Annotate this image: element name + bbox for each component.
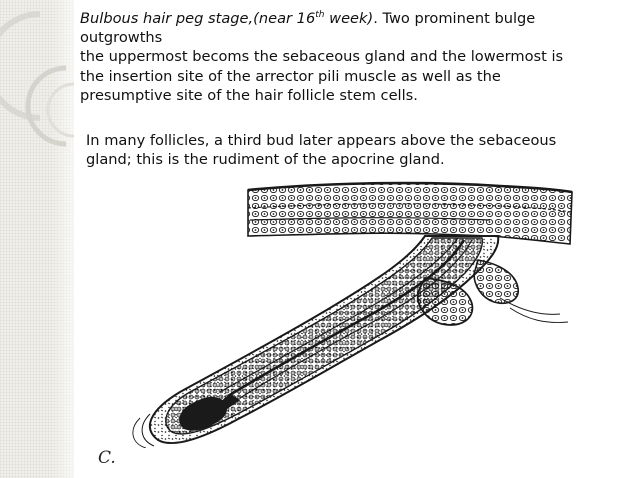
decorative-rings xyxy=(0,11,75,147)
paragraph-apocrine-bud: In many follicles, a third bud later app… xyxy=(86,131,556,169)
hair-follicle-illustration xyxy=(132,181,573,448)
figure-label: C. xyxy=(98,448,116,468)
stage-title-b: week) xyxy=(324,10,374,27)
paragraph-hair-peg-stage: Bulbous hair peg stage,(near 16th week).… xyxy=(80,9,563,105)
stage-title-sup: th xyxy=(315,10,325,21)
paragraph1-line4: the insertion site of the arrector pili … xyxy=(80,67,501,85)
paragraph1-line5: presumptive site of the hair follicle st… xyxy=(80,86,418,104)
stage-title-tail: . Two prominent bulge xyxy=(373,10,536,27)
paragraph2-line1: In many follicles, a third bud later app… xyxy=(86,132,557,149)
paragraph2-line2: gland; this is the rudiment of the apocr… xyxy=(86,151,445,169)
paragraph1-line2: outgrowths xyxy=(80,29,163,47)
paragraph1-line3: the uppermost becoms the sebaceous gland… xyxy=(80,48,564,66)
stage-title-a: Bulbous hair peg stage,(near 16 xyxy=(80,10,316,27)
texture-fade xyxy=(50,0,90,478)
